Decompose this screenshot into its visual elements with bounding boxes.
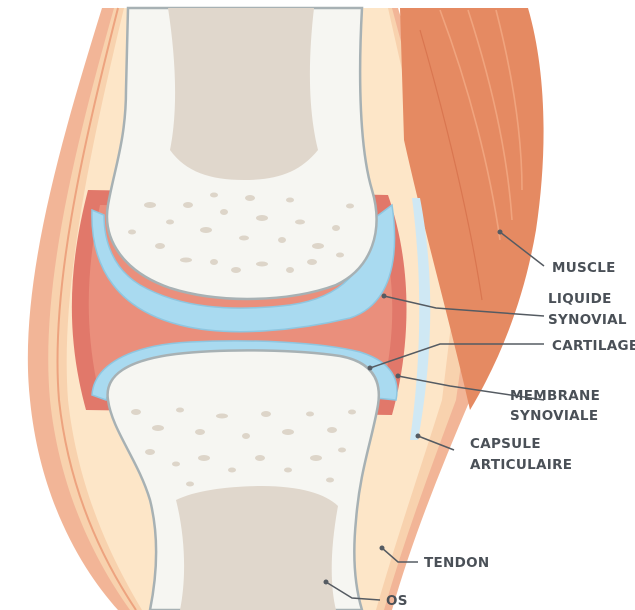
label-synovial: SYNOVIAL (548, 312, 627, 328)
label-membrane: MEMBRANE (510, 388, 600, 404)
label-liquide: LIQUIDE (548, 291, 612, 307)
label-cartilage: CARTILAGE (552, 338, 635, 354)
upper-marrow (168, 8, 318, 180)
label-os: OS (386, 593, 408, 609)
label-tendon: TENDON (424, 555, 490, 571)
label-synoviale: SYNOVIALE (510, 408, 598, 424)
lower-marrow (176, 486, 338, 610)
label-muscle: MUSCLE (552, 260, 616, 276)
label-articulaire: ARTICULAIRE (470, 457, 572, 473)
label-capsule: CAPSULE (470, 436, 541, 452)
